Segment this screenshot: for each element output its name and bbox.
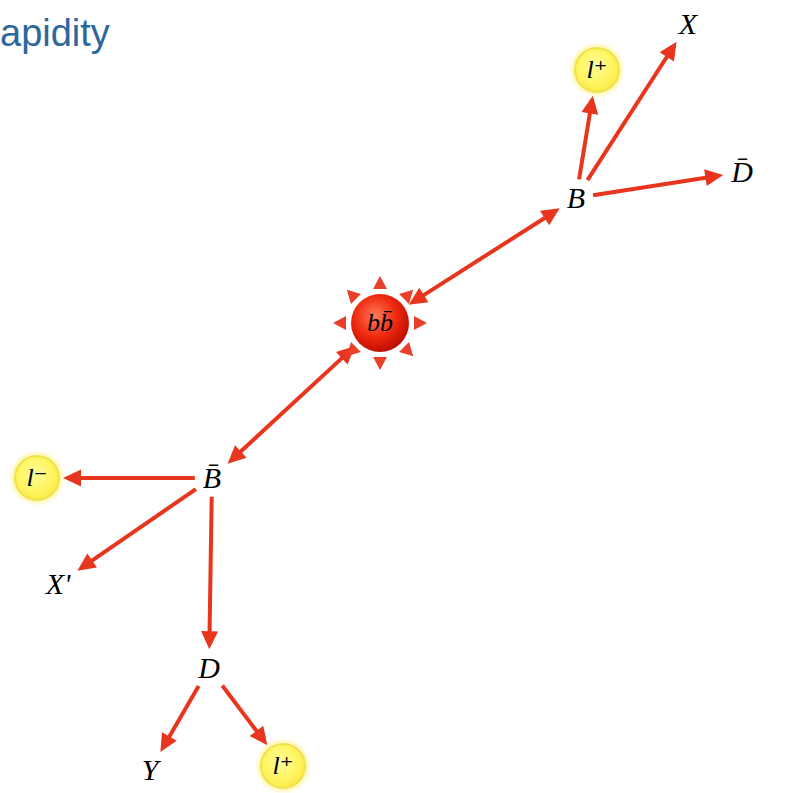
arrow-head <box>581 96 598 115</box>
arrow-line <box>90 489 195 562</box>
particle-symbol: l⁺ <box>271 751 296 780</box>
arrow-head <box>228 445 247 463</box>
particle-label: B <box>563 180 590 216</box>
arrow-line <box>239 357 343 453</box>
arrow-line <box>422 217 546 296</box>
particle-symbol: B̄ <box>201 461 223 495</box>
arrow-head <box>250 726 268 745</box>
arrow-head <box>63 470 81 487</box>
slide-title: apidity <box>0 12 110 55</box>
particle-label: X <box>675 6 702 42</box>
particle-symbol: B <box>565 181 587 215</box>
particle-symbol: l⁻ <box>25 463 50 492</box>
arrow-head <box>540 208 560 225</box>
arrow-head <box>160 732 176 752</box>
particle-label: D̄ <box>727 154 757 190</box>
arrow-line <box>222 686 257 733</box>
decay-arrow <box>160 686 198 752</box>
arrow-head <box>660 42 677 62</box>
lepton-circle: l⁻ <box>14 455 60 501</box>
arrow-line <box>210 497 212 634</box>
particle-symbol: D <box>196 651 222 685</box>
decay-arrow <box>409 208 560 304</box>
arrow-line <box>168 686 198 738</box>
particle-label: B̄ <box>199 460 226 496</box>
arrow-line <box>593 177 707 195</box>
decay-arrow <box>201 497 218 650</box>
decay-arrow <box>593 169 723 195</box>
particle-label: X' <box>42 566 75 602</box>
particle-symbol: bb̄ <box>365 308 395 337</box>
lepton-circle: l⁺ <box>574 47 620 93</box>
lepton-circle: l⁺ <box>260 743 306 789</box>
particle-symbol: D̄ <box>729 155 755 189</box>
particle-label: D <box>194 650 224 686</box>
particle-symbol: X <box>677 7 699 41</box>
production-vertex: bb̄ <box>330 273 430 373</box>
arrow-head <box>201 631 218 649</box>
particle-symbol: l⁺ <box>585 55 610 84</box>
particle-label: Y <box>138 752 163 788</box>
decay-arrow <box>63 470 195 487</box>
decay-arrow <box>222 686 267 746</box>
arrow-line <box>79 476 195 480</box>
arrow-head <box>704 169 723 186</box>
arrow-head <box>77 553 97 570</box>
particle-symbol: X' <box>44 567 73 601</box>
decay-arrow <box>77 489 196 571</box>
decay-arrow <box>228 346 355 464</box>
particle-symbol: Y <box>140 753 161 787</box>
arrow-line <box>579 111 590 179</box>
